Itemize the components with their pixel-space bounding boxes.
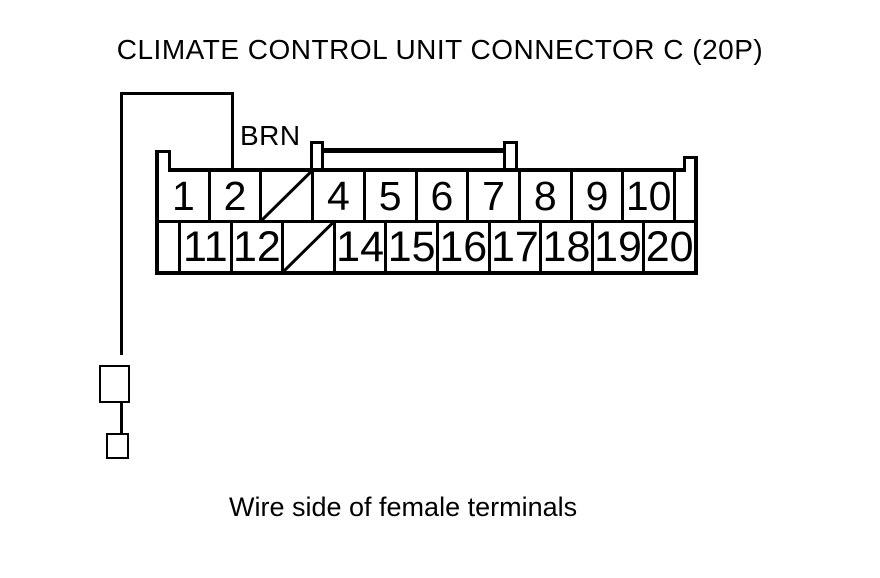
pin-row-bottom: 11 12 14 15 16 17 18 19 20: [159, 223, 694, 271]
blocked-cell-13: [281, 223, 333, 271]
wire-color-label: BRN: [240, 120, 301, 151]
pin-cell-11: 11: [178, 223, 230, 271]
pin-cell-1: 1: [171, 172, 195, 219]
mounting-lug-left: [155, 150, 171, 172]
pin-cell-6: 6: [414, 172, 467, 220]
pin-row-top: 1 2 4 5 6 7 8 9 10: [159, 172, 694, 223]
pin-cell-9: 9: [569, 172, 622, 220]
latch-clip-right: [503, 141, 518, 170]
terminal-symbol-large: [99, 365, 130, 403]
slash-icon: [284, 223, 333, 271]
blocked-cell-3: [259, 172, 311, 220]
slash-icon: [262, 172, 311, 220]
terminal-symbol-small: [106, 433, 129, 459]
pin-cell-4: 4: [311, 172, 363, 220]
page-title: CLIMATE CONTROL UNIT CONNECTOR C (20P): [116, 34, 764, 65]
wire-segment-left-vertical: [120, 92, 123, 355]
caption: Wire side of female terminals: [229, 492, 578, 522]
connector-spacer-top-right: [673, 172, 694, 220]
pin-cell-7: 7: [466, 172, 518, 220]
pin-cell-12: 12: [229, 223, 282, 271]
pin-cell-2: 2: [207, 172, 260, 220]
pin-cell-15: 15: [384, 223, 436, 271]
pin-cell-17: 17: [487, 223, 540, 271]
mounting-lug-right: [683, 156, 698, 172]
connector-spacer-bottom-left: [159, 223, 178, 271]
pin-cell-19: 19: [590, 223, 643, 271]
pin-cell-16: 16: [435, 223, 488, 271]
pin-cell-10: 10: [621, 172, 673, 220]
wire-segment-top-horizontal: [120, 92, 234, 95]
pin-cell-8: 8: [517, 172, 570, 220]
pin-cell-18: 18: [539, 223, 591, 271]
pin-cell-14: 14: [332, 223, 385, 271]
latch-bar: [321, 148, 506, 153]
pin-cell-20: 20: [642, 223, 694, 271]
wire-segment-to-pin: [231, 92, 234, 172]
wire-segment-between-terminals: [120, 402, 123, 434]
pin-cell-5: 5: [362, 172, 415, 220]
latch-clip-left: [310, 141, 324, 170]
connector-body: 1 2 4 5 6 7 8 9 10 11 12: [155, 168, 698, 275]
